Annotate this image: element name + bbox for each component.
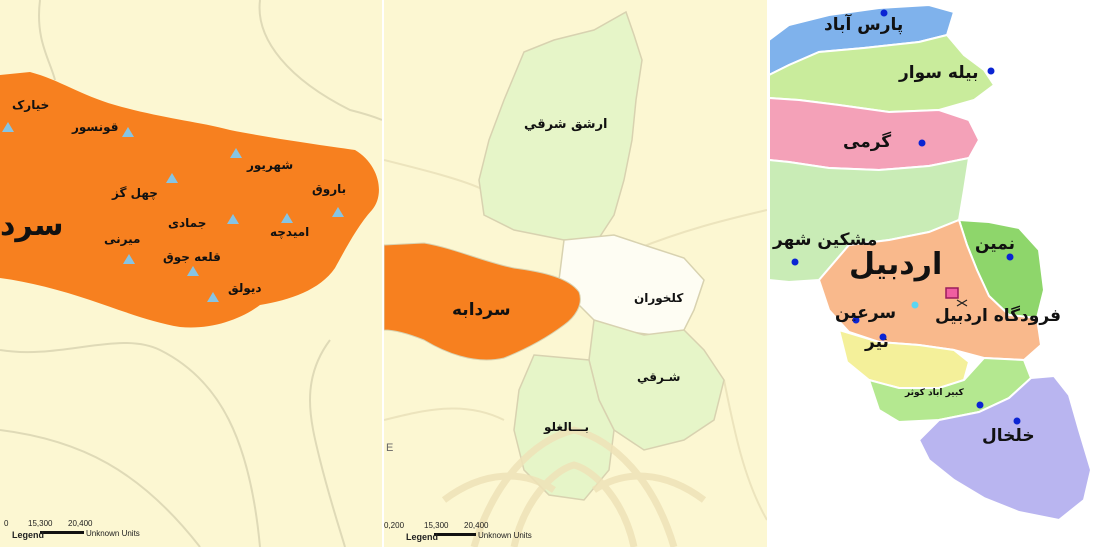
triangle-icon [166,173,178,183]
city-dot-icon [880,9,888,17]
map-panel-kalkhoran-district: ارشق شرقي سردابه كلخوران شـرقي بـــالغلو… [384,0,767,547]
road-lines [384,159,767,521]
region-label: سرد [0,208,64,243]
county-label: کبیر اباد کوثر [905,388,964,398]
city-dot-icon [852,316,860,324]
triangle-icon [281,213,293,223]
legend-label: Legend [406,532,439,542]
county-label: نمین [975,234,1016,254]
triangle-icon [122,127,134,137]
map-canvas-1 [0,0,382,547]
region-baloghlu [513,354,615,501]
road-lines [0,0,382,547]
county-label: بیله سوار [899,63,979,83]
compass-east: E [386,442,394,454]
airport-connector-icon [956,299,968,307]
region-label: شـرقي [637,370,681,384]
county-label: گرمی [843,132,892,152]
watermark-ornament [441,426,707,547]
triangle-icon [332,207,344,217]
scale-tick: 15,300 [424,521,449,530]
region-label: كلخوران [634,291,684,305]
map-panel-ardabil-province: پارس آباد بیله سوار گرمی مشکین شهر نمین … [769,0,1111,547]
county-label: فرودگاه اردبیل [935,306,1062,326]
city-dot-icon [918,139,926,147]
county-label: خلخال [982,426,1035,446]
county-khalkhal [917,374,1093,522]
county-label: مشکین شهر [773,230,878,250]
place-label: قونسور [72,120,119,134]
region-label: ارشق شرقي [524,117,608,132]
triangle-icon [187,266,199,276]
scale-tick: 15,300 [28,519,53,528]
place-label: میرنی [104,232,141,246]
place-label: قلعه جوق [163,250,221,264]
region-label: بـــالغلو [544,420,590,434]
scale-tick: 0,200 [384,521,405,530]
triangle-icon [207,292,219,302]
village-markers [2,122,344,302]
region-sardabeh [0,72,379,328]
city-dot-icon [987,67,995,75]
place-label: امیدچه [270,225,310,239]
region-label: سردابه [452,300,511,320]
scale-tick: 20,400 [464,521,489,530]
scale-tick: 0 [4,519,9,528]
legend-label: Legend [12,530,45,540]
place-label: چهل گز [112,186,158,200]
triangle-icon [2,122,14,132]
map-canvas-2 [384,0,767,547]
city-dot-icon [976,401,984,409]
city-dot-icon [1006,253,1014,261]
scale-units: Unknown Units [478,531,532,540]
scale-tick: 20,400 [68,519,93,528]
region-sardabeh [384,242,581,361]
city-dot-icon [791,258,799,266]
city-dot-icon [879,333,887,341]
lake-dot-icon [911,301,919,309]
place-label: جمادی [168,216,207,230]
place-label: خیارک [12,98,50,112]
county-label: سرعین [835,303,897,323]
map-canvas-3 [769,0,1111,547]
city-dot-icon [1013,417,1021,425]
airport-icon [945,287,959,299]
place-label: دیولق [228,281,262,295]
triangle-icon [123,254,135,264]
province-label: اردبیل [849,247,943,282]
county-label: نیر [865,332,889,352]
region-arshaq-sharqi [478,10,643,241]
county-label: پارس آباد [824,15,904,35]
map-panel-sardabeh-villages: سرد خیارک قونسور شهریور چهل گز باروق جما… [0,0,382,547]
triangle-icon [227,214,239,224]
place-label: شهریور [247,158,294,172]
scale-bar [40,531,84,534]
scale-units: Unknown Units [86,529,140,538]
place-label: باروق [312,182,347,196]
triangle-icon [230,148,242,158]
city-markers [791,9,1021,425]
scale-bar [434,533,476,536]
